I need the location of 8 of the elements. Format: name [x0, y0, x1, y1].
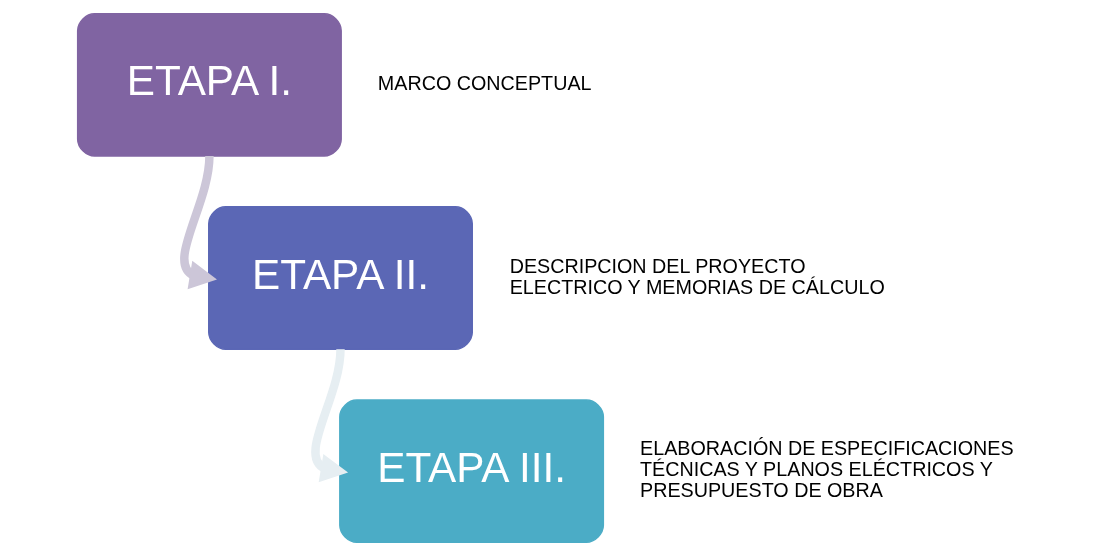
node-box: ETAPA I.	[76, 13, 342, 157]
node-box: ETAPA III.	[338, 399, 604, 543]
arrow	[179, 155, 217, 290]
arrow	[310, 348, 348, 483]
node-label: ELABORACIÓN DE ESPECIFICACIONES TÉCNICAS Y PLANOS ELÉCTRICOS Y PRESUPUESTO DE OBRA	[639, 437, 1014, 502]
node-label: DESCRIPCION DEL PROYECTO ELECTRICO Y MEMORIAS DE CÁLCULO	[509, 254, 885, 298]
node-box: ETAPA II.	[207, 206, 473, 350]
node-label: MARCO CONCEPTUAL	[377, 72, 592, 95]
